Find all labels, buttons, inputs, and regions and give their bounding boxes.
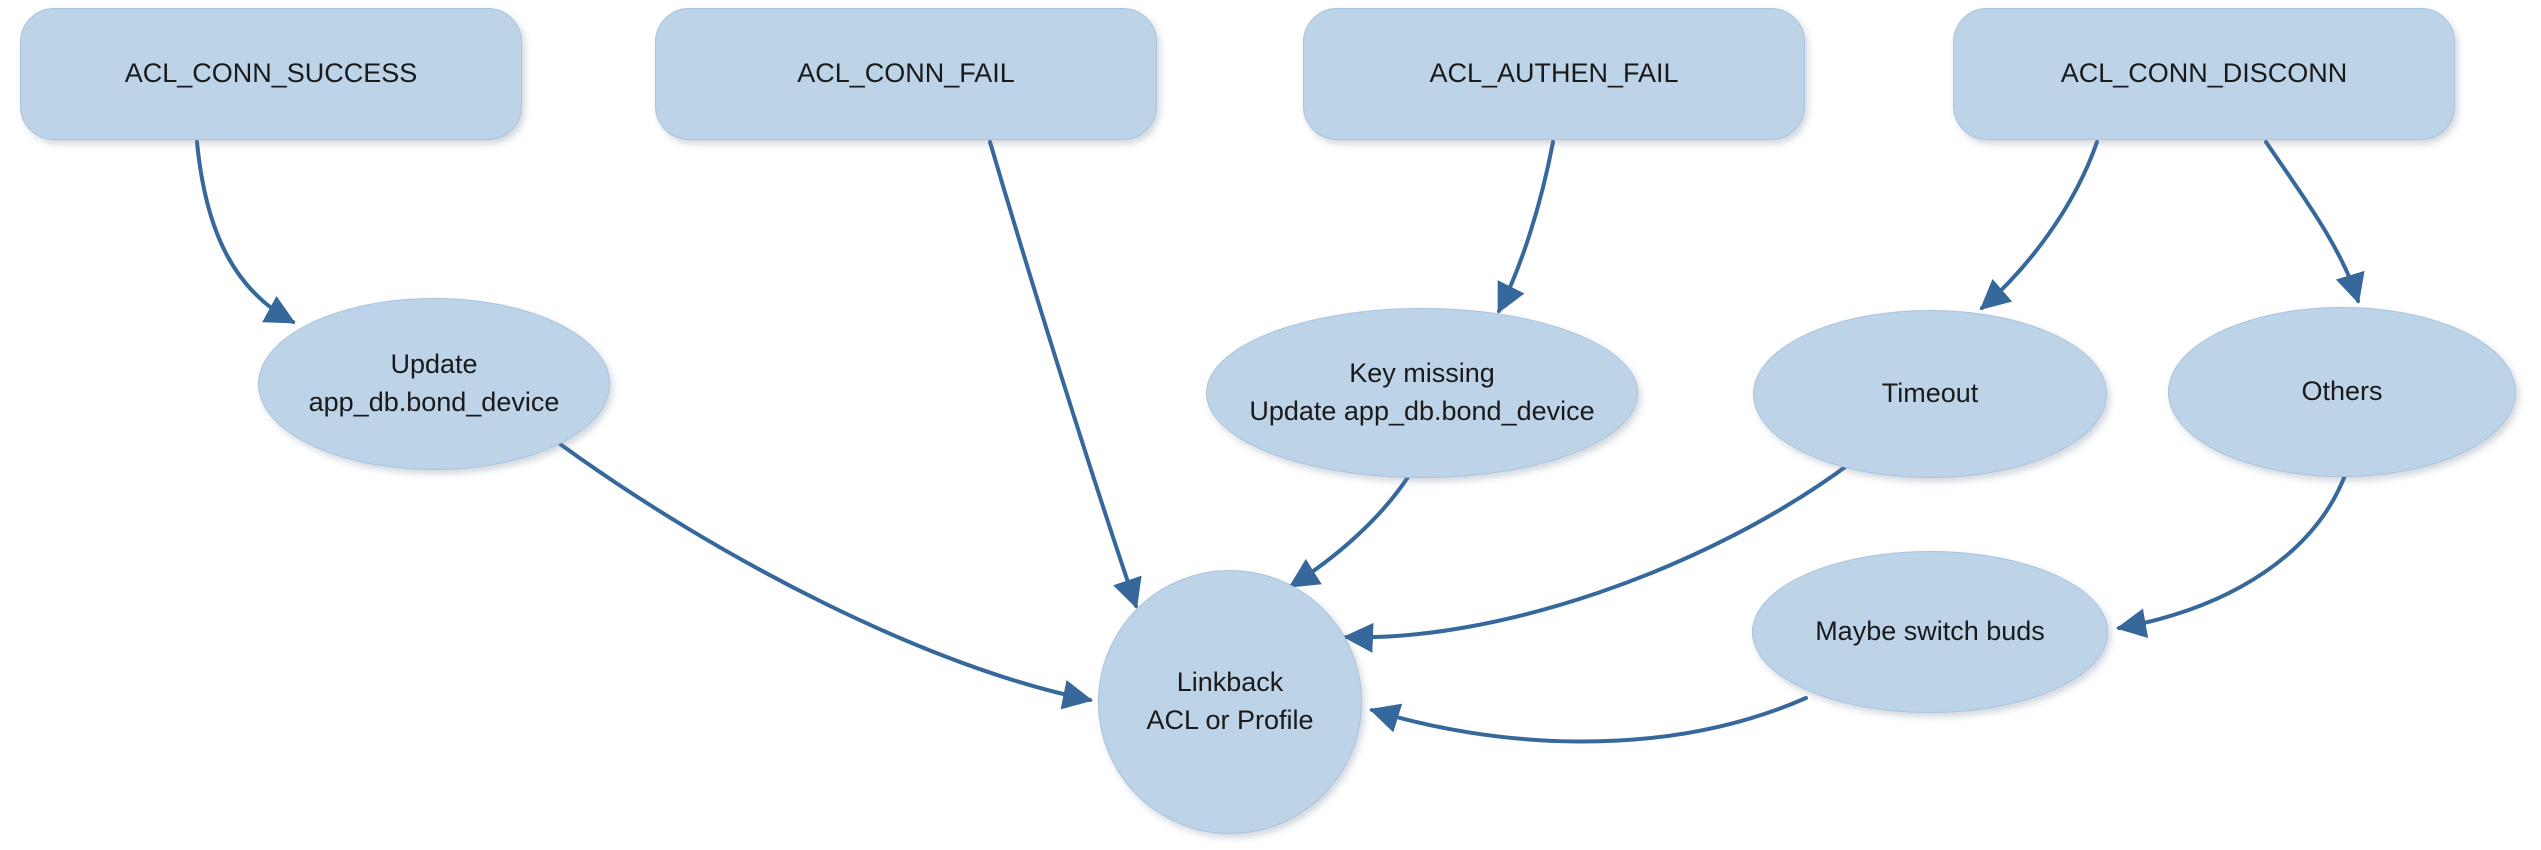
edge-acl-conn-fail-to-linkback	[988, 140, 1142, 609]
node-label: Timeout	[1881, 378, 1979, 409]
node-label-line2: ACL or Profile	[1146, 705, 1314, 735]
node-label: Others	[2301, 376, 2383, 407]
node-acl-conn-fail: ACL_CONN_FAIL	[655, 8, 1157, 140]
node-label-line2: Update app_db.bond_device	[1249, 396, 1595, 426]
node-linkback-acl-or-profile: Linkback ACL or Profile	[1098, 570, 1362, 834]
node-update-bond-device: Update app_db.bond_device	[258, 298, 610, 470]
node-label-line1: Linkback	[1176, 667, 1284, 698]
edge-update-to-linkback	[558, 442, 1093, 710]
node-label-line1: Key missing	[1349, 358, 1495, 389]
edge-key-missing-to-linkback	[1288, 475, 1410, 588]
node-label: Maybe switch buds	[1815, 616, 2045, 647]
node-acl-conn-disconn: ACL_CONN_DISCONN	[1953, 8, 2455, 140]
edge-acl-authen-fail-to-key-missing	[1497, 140, 1555, 314]
node-timeout: Timeout	[1753, 310, 2107, 478]
node-label-line1: Update	[390, 349, 478, 380]
node-label: ACL_AUTHEN_FAIL	[1429, 58, 1679, 89]
edge-acl-conn-disconn-to-others	[2264, 140, 2365, 304]
node-label: ACL_CONN_SUCCESS	[124, 58, 418, 89]
node-label-line2: app_db.bond_device	[308, 387, 560, 417]
edge-acl-conn-disconn-to-timeout	[1979, 140, 2099, 310]
node-acl-conn-success: ACL_CONN_SUCCESS	[20, 8, 522, 140]
edge-maybe-switch-buds-to-linkback	[1369, 696, 1808, 744]
node-acl-authen-fail: ACL_AUTHEN_FAIL	[1303, 8, 1805, 140]
edge-timeout-to-linkback	[1343, 460, 1854, 653]
node-key-missing-update-bond-device: Key missing Update app_db.bond_device	[1206, 308, 1638, 478]
node-others: Others	[2168, 307, 2516, 477]
edge-acl-conn-success-to-update	[195, 140, 296, 324]
node-label: ACL_CONN_FAIL	[797, 58, 1015, 89]
edge-others-to-maybe-switch-buds	[2116, 468, 2349, 639]
node-label: ACL_CONN_DISCONN	[2060, 58, 2348, 89]
node-maybe-switch-buds: Maybe switch buds	[1752, 551, 2108, 713]
